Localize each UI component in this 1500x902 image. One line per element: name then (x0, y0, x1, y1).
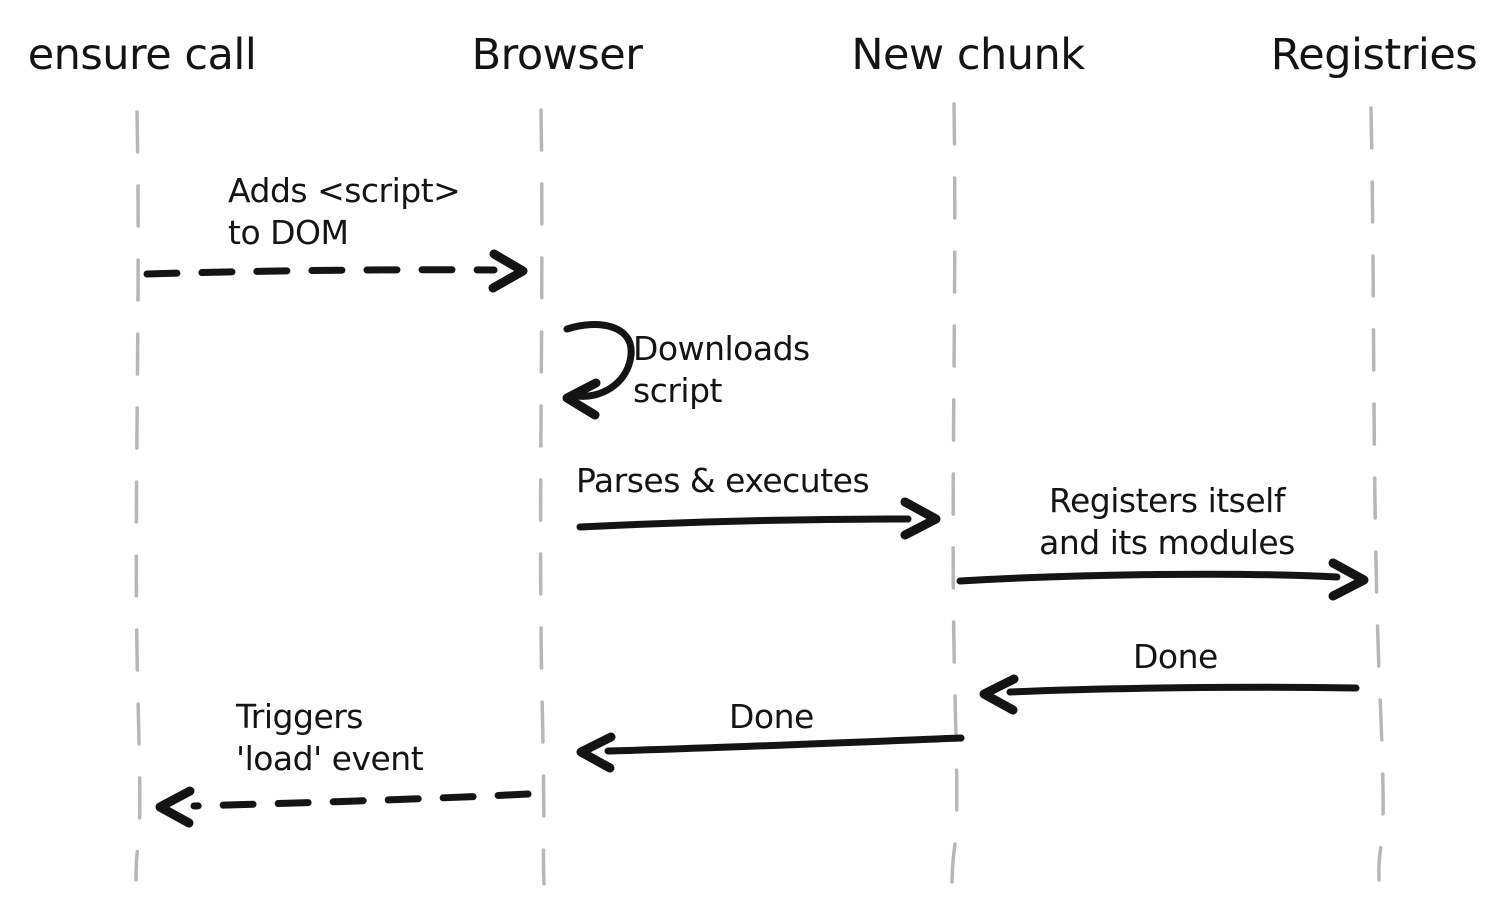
arrow-done-new-chunk-shaft (604, 734, 965, 755)
arrow-done-new-chunk (576, 732, 965, 773)
arrow-triggers-load-event-head (155, 786, 195, 828)
arrow-downloads-script-head (562, 378, 601, 420)
arrow-done-registries-shaft (1006, 683, 1360, 696)
message-label-line: 'load' event (236, 739, 424, 778)
message-label-line: Adds <script> (228, 171, 461, 210)
message-label-line: to DOM (228, 213, 349, 252)
arrow-triggers-load-event (155, 786, 532, 828)
message-label-line: Done (1133, 637, 1218, 676)
message-label-done-registries: Done (1133, 636, 1218, 678)
message-label-registers-itself: Registers itself and its modules (1039, 480, 1295, 564)
arrow-parses-executes-shaft (576, 515, 912, 531)
message-label-line: Parses & executes (576, 461, 870, 500)
arrow-parses-executes (576, 497, 941, 540)
message-label-line: Done (729, 697, 814, 736)
message-label-downloads-script: Downloads script (633, 328, 810, 412)
arrow-downloads-script-loop (563, 321, 635, 400)
lifeline-registries (1369, 106, 1385, 882)
participant-new-chunk-label: New chunk (851, 30, 1085, 80)
arrow-adds-script-to-dom-shaft (143, 266, 498, 278)
message-label-done-new-chunk: Done (729, 696, 814, 738)
participant-browser-label: Browser (471, 30, 643, 80)
participant-browser: Browser (472, 30, 643, 80)
message-label-line: script (633, 371, 722, 410)
message-label-line: and its modules (1039, 523, 1295, 562)
participant-registries: Registries (1270, 30, 1478, 80)
arrow-downloads-script-self-loop (562, 321, 635, 420)
message-label-adds-script: Adds <script> to DOM (228, 170, 461, 254)
arrow-triggers-load-event-shaft (190, 790, 532, 810)
arrow-registers-itself (956, 558, 1369, 601)
arrow-adds-script-to-dom (143, 249, 528, 293)
arrow-registers-itself-shaft (956, 570, 1341, 585)
arrow-adds-script-to-dom-head (488, 249, 528, 293)
arrow-done-registries (979, 674, 1360, 715)
arrow-parses-executes-head (900, 497, 941, 540)
arrow-done-registries-head (979, 674, 1019, 715)
participant-ensure-call: ensure call (28, 30, 257, 80)
arrow-registers-itself-head (1328, 558, 1369, 601)
arrow-done-new-chunk-head (576, 732, 616, 773)
message-label-line: Registers itself (1049, 481, 1285, 520)
message-label-triggers-load: Triggers 'load' event (236, 696, 424, 780)
participant-new-chunk: New chunk (851, 30, 1085, 80)
participant-ensure-call-label: ensure call (27, 30, 257, 80)
message-label-line: Triggers (236, 697, 364, 736)
lifeline-new-chunk (950, 102, 959, 884)
message-label-line: Downloads (633, 329, 810, 368)
message-label-parses-executes: Parses & executes (576, 460, 870, 502)
participant-registries-label: Registries (1270, 30, 1478, 80)
lifeline-ensure-call (134, 110, 142, 882)
lifeline-browser (538, 108, 546, 886)
